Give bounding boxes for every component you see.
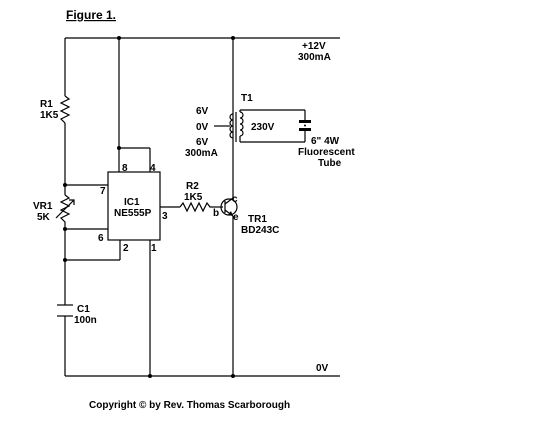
tr1-pin-b: b <box>213 208 219 219</box>
supply-voltage: +12V <box>302 41 326 52</box>
r1-value: 1K5 <box>40 110 59 121</box>
junction-dot <box>63 227 67 231</box>
t1-tap-bottom: 6V <box>196 137 209 148</box>
ic1-pin-1: 1 <box>151 243 157 254</box>
r2-name: R2 <box>186 181 199 192</box>
t1-secondary-coil <box>239 111 244 137</box>
r1-resistor-symbol <box>59 95 71 124</box>
t1-primary-current: 300mA <box>185 148 218 159</box>
t1-secondary-voltage: 230V <box>251 122 275 133</box>
ic1-pin-3: 3 <box>162 211 168 222</box>
tr1-pin-c: c <box>232 194 238 205</box>
tr1-part: BD243C <box>241 225 279 236</box>
ic1-pin-8: 8 <box>122 163 128 174</box>
ic1-name: IC1 <box>124 197 140 208</box>
tr1-name: TR1 <box>248 214 267 225</box>
junctions <box>63 36 235 378</box>
lamp-label-line2: Tube <box>318 158 342 169</box>
ic1-part: NE555P <box>114 208 152 219</box>
t1-tap-center: 0V <box>196 122 209 133</box>
tr1-collector-lead <box>224 197 234 205</box>
lamp-electrode-top <box>299 120 311 123</box>
supply-current: 300mA <box>298 52 331 63</box>
ic1-pin-2: 2 <box>123 243 129 254</box>
t1-name: T1 <box>241 93 253 104</box>
tr1-emitter-arrow <box>228 211 233 216</box>
ic1-pin-6: 6 <box>98 233 104 244</box>
ic1-pin-7: 7 <box>100 186 106 197</box>
ic1-pin-4: 4 <box>150 163 156 174</box>
ground-label: 0V <box>316 363 329 374</box>
wires <box>64 37 340 377</box>
junction-dot <box>63 183 67 187</box>
junction-dot <box>63 258 67 262</box>
tr1-pin-e: e <box>233 212 239 223</box>
lamp-size: 6" 4W <box>311 136 340 147</box>
vr1-arrow-head <box>69 199 75 205</box>
r2-value: 1K5 <box>184 192 203 203</box>
ic1-body <box>107 171 161 241</box>
junction-dot <box>117 36 121 40</box>
figure-title: Figure 1. <box>66 8 116 22</box>
junction-dot <box>117 146 121 150</box>
lamp-electrode-bottom <box>299 128 311 131</box>
t1-tap-top: 6V <box>196 106 209 117</box>
junction-dot <box>148 374 152 378</box>
junction-dot <box>231 36 235 40</box>
t1-primary-coil <box>229 113 234 139</box>
c1-name: C1 <box>77 304 90 315</box>
copyright-notice: Copyright © by Rev. Thomas Scarborough <box>89 400 290 411</box>
vr1-name: VR1 <box>33 201 53 212</box>
r2-resistor-symbol <box>179 201 213 213</box>
lamp-label-line1: Fluorescent <box>298 147 355 158</box>
lamp-gas-dot <box>304 124 306 127</box>
r1-name: R1 <box>40 99 53 110</box>
vr1-value: 5K <box>37 212 51 223</box>
vr1-arrow-shaft <box>55 199 75 219</box>
junction-dot <box>231 374 235 378</box>
vr1-pot-symbol <box>59 194 71 226</box>
c1-value: 100n <box>74 315 97 326</box>
